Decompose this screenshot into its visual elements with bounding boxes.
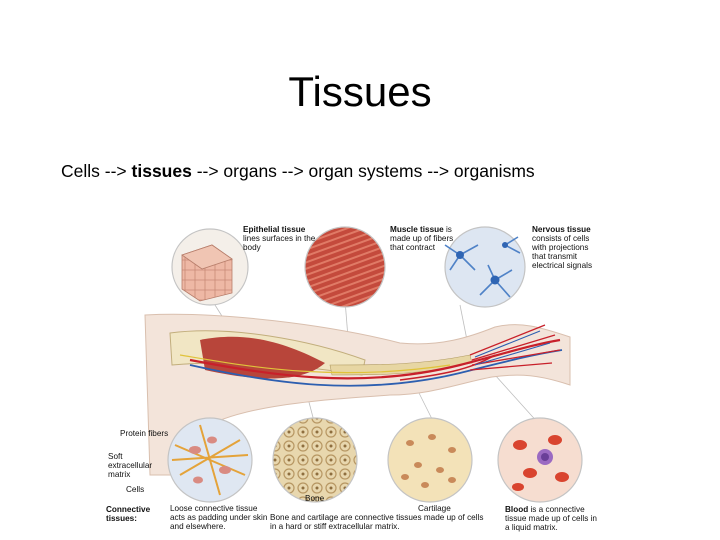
label-nervous: Nervous tissue consists of cells with pr… — [532, 225, 593, 270]
slide-title: Tissues — [288, 68, 432, 115]
label-cartilage: Cartilage — [418, 504, 451, 513]
label-bone: Bone — [305, 494, 325, 503]
epithelial-circle — [171, 228, 249, 306]
muscle-circle — [304, 226, 386, 308]
tissue-illustration: Epithelial tissue lines surfaces in the … — [100, 215, 610, 535]
label-muscle: Muscle tissue is made up of fibers that … — [390, 225, 454, 252]
chain-tissues-emphasis: tissues — [131, 161, 192, 181]
label-bone-cartilage: Bone and cartilage are connective tissue… — [270, 513, 484, 531]
label-protein-fibers: Protein fibers — [120, 429, 169, 438]
chain-arrow: --> — [99, 161, 132, 181]
tissue-illustration-art — [144, 226, 583, 503]
label-blood: Blood is a connective tissue made up of … — [505, 505, 597, 532]
label-extracellular-matrix: Soft extracellular matrix — [108, 452, 153, 479]
cartilage-circle — [387, 417, 473, 503]
hierarchy-subtitle: Cells --> tissues --> organs --> organ s… — [61, 161, 535, 182]
bone-circle — [272, 417, 358, 503]
chain-cells: Cells — [61, 161, 100, 181]
label-connective-tissues: Connective tissues: — [106, 505, 151, 523]
loose-connective-circle — [167, 417, 253, 503]
label-loose-connective: Loose connective tissue acts as padding … — [170, 504, 268, 531]
blood-circle — [497, 417, 583, 503]
arm-illustration — [144, 313, 571, 476]
label-cells: Cells — [126, 485, 145, 494]
chain-rest: --> organs --> organ systems --> organis… — [191, 161, 535, 181]
label-epithelial: Epithelial tissue lines surfaces in the … — [243, 225, 316, 252]
nervous-circle — [444, 226, 526, 308]
